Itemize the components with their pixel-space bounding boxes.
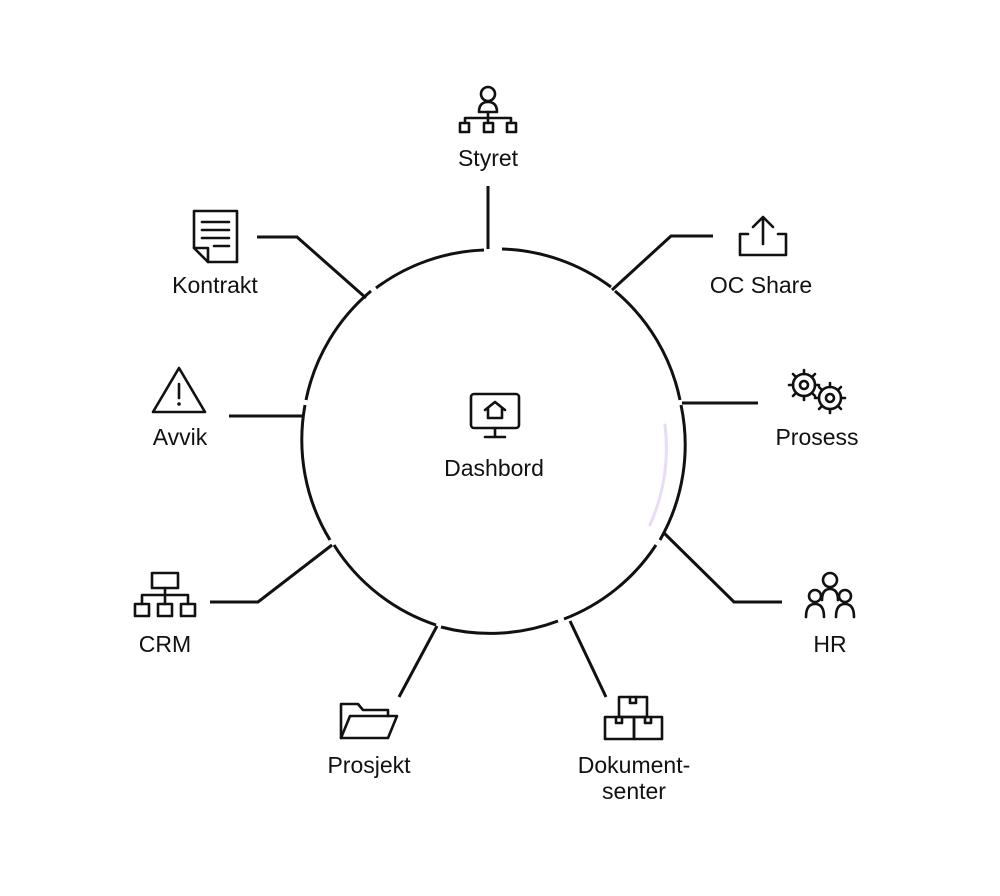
connector-dokument — [568, 620, 608, 698]
folder-icon — [339, 702, 399, 740]
document-icon — [192, 209, 239, 264]
node-label-dokumentsenter-line2: senter — [602, 778, 666, 804]
node-label-dokumentsenter: Dokument- senter — [578, 752, 690, 804]
node-label-kontrakt: Kontrakt — [172, 272, 258, 298]
node-label-styret: Styret — [457, 145, 519, 171]
stacked-boxes-icon — [603, 695, 664, 741]
connector-kontrakt — [257, 235, 367, 300]
connector-prosjekt — [397, 625, 439, 698]
connector-hr — [662, 531, 782, 604]
upload-icon — [738, 215, 788, 257]
connector-ocshare — [610, 234, 713, 292]
node-label-hr: HR — [813, 631, 847, 657]
node-label-prosjekt: Prosjekt — [327, 752, 411, 778]
accent-arc — [648, 423, 668, 527]
node-label-oc-share: OC Share — [709, 272, 813, 298]
people-group-icon — [804, 571, 856, 619]
hierarchy-icon — [133, 571, 197, 618]
center-label: Dashbord — [444, 455, 544, 481]
hub-ring — [300, 247, 687, 635]
node-label-avvik: Avvik — [152, 424, 208, 450]
node-label-crm: CRM — [138, 631, 192, 657]
monitor-home-icon — [469, 392, 521, 439]
gears-icon — [787, 368, 847, 415]
connector-crm — [210, 543, 333, 604]
node-label-prosess: Prosess — [775, 424, 859, 450]
org-chart-person-icon — [458, 85, 518, 134]
node-label-dokumentsenter-line1: Dokument- — [577, 752, 691, 778]
warning-icon — [151, 366, 207, 414]
